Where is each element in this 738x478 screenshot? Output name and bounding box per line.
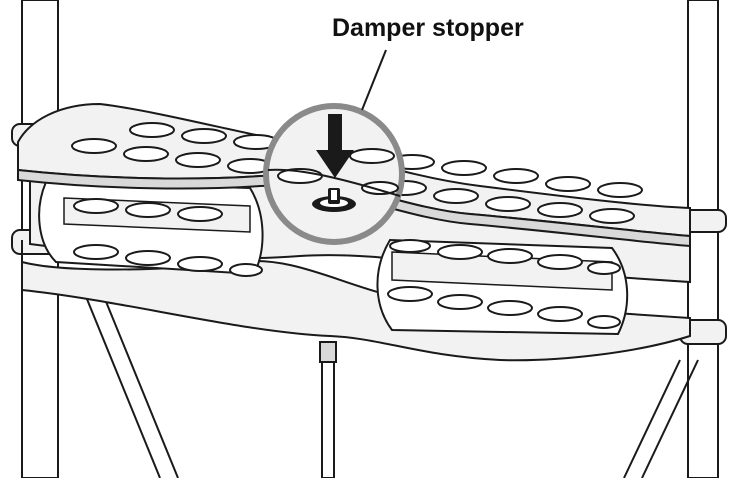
callout-label: Damper stopper [332,14,524,42]
lower-legs [79,281,699,478]
down-arrow-icon [316,114,354,178]
damper-stopper-icon [312,188,356,212]
right-rail [687,0,719,478]
damper-rod [319,341,337,478]
lower-tray-holes [73,198,621,329]
leader-line [361,49,387,111]
